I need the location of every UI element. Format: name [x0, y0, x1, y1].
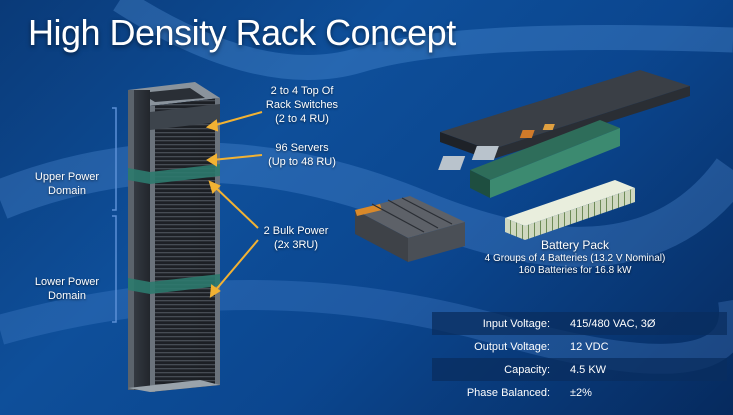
spec-label: Phase Balanced:: [466, 386, 550, 399]
spec-row-phase-balanced: Phase Balanced: ±2%: [432, 381, 727, 404]
spec-value: ±2%: [570, 386, 592, 399]
spec-label: Output Voltage:: [474, 340, 550, 353]
spec-value: 12 VDC: [570, 340, 609, 353]
domain-line: Domain: [48, 185, 86, 197]
battery-pack-caption: Battery Pack 4 Groups of 4 Batteries (13…: [455, 238, 695, 277]
spec-value: 415/480 VAC, 3Ø: [570, 317, 656, 330]
lower-power-domain-label: Lower Power Domain: [28, 275, 106, 303]
spec-row-output-voltage: Output Voltage: 12 VDC: [432, 335, 727, 358]
callout-line: 2 Bulk Power: [263, 225, 329, 237]
callout-line: (2 to 4 RU): [275, 113, 329, 125]
callout-top-of-rack-switches: 2 to 4 Top Of Rack Switches (2 to 4 RU): [258, 84, 346, 126]
callout-line: 2 to 4 Top Of: [270, 85, 334, 97]
battery-circuit-board: [438, 120, 620, 198]
spec-value: 4.5 KW: [570, 363, 607, 376]
domain-line: Upper Power: [34, 171, 100, 183]
callout-line: 96 Servers: [275, 142, 329, 154]
battery-module: [355, 196, 465, 262]
upper-power-domain-label: Upper Power Domain: [28, 170, 106, 198]
spec-table: Input Voltage: 415/480 VAC, 3Ø Output Vo…: [432, 312, 727, 404]
slide-title: High Density Rack Concept: [28, 12, 456, 53]
battery-pack-title: Battery Pack: [540, 238, 610, 252]
battery-pack-groups: 4 Groups of 4 Batteries (13.2 V Nominal): [484, 253, 666, 264]
callout-servers: 96 Servers (Up to 48 RU): [258, 141, 346, 169]
domain-line: Domain: [48, 290, 86, 302]
callout-line: (2x 3RU): [273, 239, 318, 251]
callout-bulk-power: 2 Bulk Power (2x 3RU): [252, 224, 340, 252]
rack-illustration: [128, 82, 220, 392]
battery-pack-total: 160 Batteries for 16.8 kW: [518, 265, 632, 276]
power-domain-brackets: [112, 107, 117, 323]
spec-row-input-voltage: Input Voltage: 415/480 VAC, 3Ø: [432, 312, 727, 335]
spec-row-capacity: Capacity: 4.5 KW: [432, 358, 727, 381]
spec-label: Input Voltage:: [482, 317, 550, 330]
callout-line: Rack Switches: [265, 99, 339, 111]
callout-line: (Up to 48 RU): [268, 156, 336, 168]
battery-cell-strip: [505, 180, 635, 240]
spec-label: Capacity:: [504, 363, 550, 376]
callout-arrows: [205, 111, 263, 298]
domain-line: Lower Power: [34, 276, 100, 288]
